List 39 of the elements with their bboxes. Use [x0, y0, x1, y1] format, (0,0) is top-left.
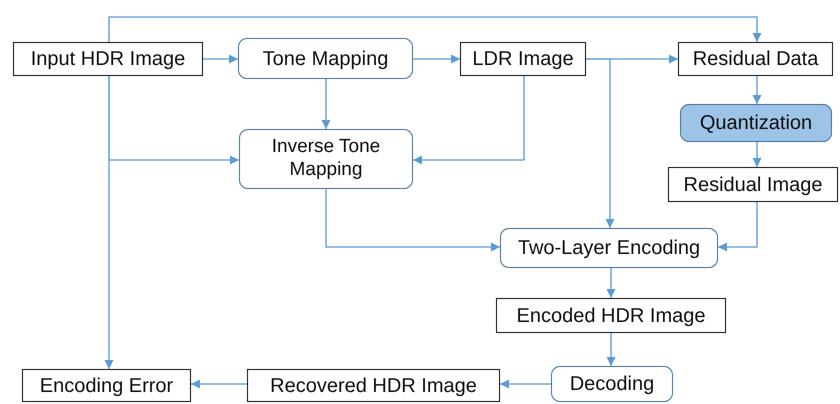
process-box: [13, 42, 203, 76]
process-box: [496, 298, 726, 333]
arrow: [752, 142, 762, 167]
process-box: [500, 228, 718, 268]
process-box: [239, 129, 413, 189]
node-label: Two-Layer Encoding: [518, 236, 700, 260]
arrow: [413, 76, 525, 164]
process-box: [247, 369, 500, 402]
process-box: [551, 366, 673, 402]
node-label: Recovered HDR Image: [270, 374, 477, 398]
arrow: [606, 333, 616, 366]
arrow: [203, 54, 238, 64]
process-box: [460, 42, 586, 76]
process-box: [238, 38, 413, 79]
node-label: Residual Image: [684, 172, 822, 196]
arrow: [104, 76, 114, 369]
node-label: Tone Mapping: [262, 46, 388, 70]
node-label: LDR Image: [472, 47, 574, 71]
node-label: Encoding Error: [40, 374, 174, 398]
process-box: [668, 167, 838, 202]
node-label: Decoding: [570, 372, 654, 396]
arrow: [752, 76, 762, 104]
node-label: Input HDR Image: [30, 47, 186, 71]
arrow: [606, 268, 616, 298]
arrow: [586, 58, 614, 228]
node-label: Inverse Tone Mapping: [270, 136, 382, 182]
node-label: Encoded HDR Image: [516, 304, 706, 328]
arrow: [413, 54, 460, 64]
node-label: Quantization: [700, 111, 812, 135]
arrow: [108, 16, 762, 42]
node-label: Residual Data: [692, 47, 818, 71]
arrow: [325, 189, 500, 252]
arrow: [322, 79, 330, 129]
arrow: [500, 380, 551, 388]
process-box: [680, 104, 832, 142]
process-box: [22, 369, 191, 402]
arrow: [191, 380, 247, 388]
process-box: [678, 42, 833, 76]
arrow: [718, 202, 758, 252]
